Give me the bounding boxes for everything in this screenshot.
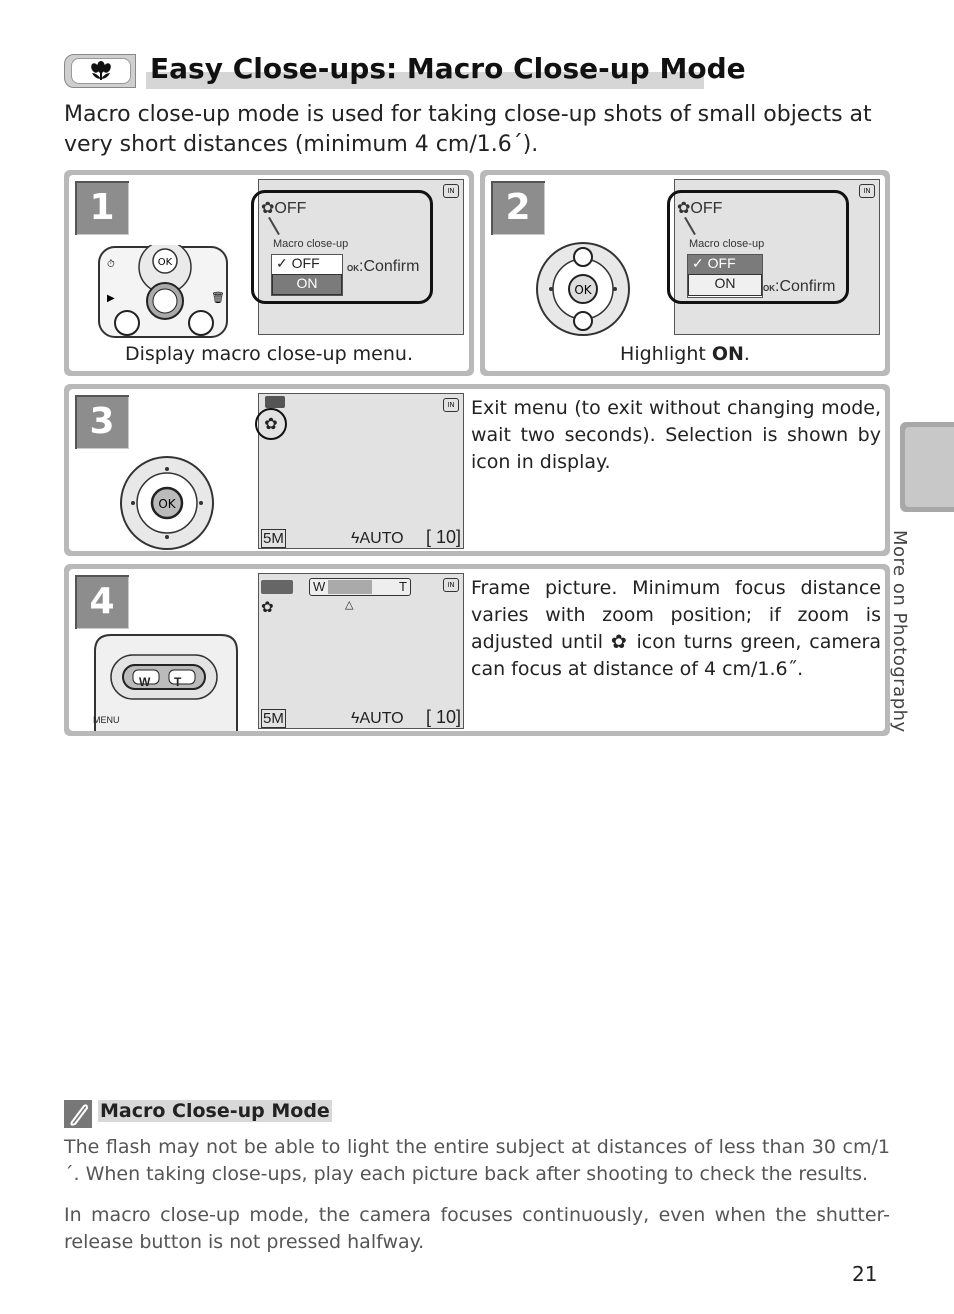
svg-text:🗑: 🗑 [211, 291, 225, 304]
note-paragraph: The flash may not be able to light the e… [64, 1136, 890, 1185]
image-size-indicator: 5M [261, 709, 286, 728]
step-description: Frame picture. Minimum focus distance va… [471, 577, 882, 680]
menu-highlight-frame [251, 190, 433, 304]
svg-text:▶: ▶ [107, 293, 115, 304]
menu-options: ✓ OFF ON [687, 254, 763, 298]
multi-selector-dial: OK [120, 456, 214, 550]
step-4-panel: 4 W T MENU IN W T △ ✿ 5M ϟAUTO [ 10] Fra… [64, 564, 890, 736]
page-number: 21 [852, 1262, 878, 1286]
ok-badge-icon: OK [763, 284, 775, 293]
option-on[interactable]: ON [272, 274, 342, 295]
multi-selector-dial: OK [536, 242, 630, 336]
camera-mode-icon [265, 396, 285, 408]
lcd-screen: IN W T △ ✿ 5M ϟAUTO [ 10] [258, 573, 464, 729]
exposures-remaining: [ 10] [425, 527, 461, 547]
svg-text:OK: OK [158, 257, 173, 268]
macro-icon: ✿ [261, 200, 275, 217]
macro-icon: ✿ [610, 631, 629, 653]
svg-text:⏱: ⏱ [107, 259, 115, 270]
menu-label: MENU [93, 715, 120, 725]
step-description: Exit menu (to exit without changing mode… [471, 397, 881, 473]
internal-memory-icon: IN [443, 578, 459, 592]
flash-icon: ϟ [351, 530, 360, 547]
step-number: 4 [75, 575, 129, 629]
exposures-remaining: [ 10] [425, 707, 461, 727]
confirm-hint: OK:Confirm [347, 258, 420, 275]
step-3-panel: 3 OK IN ✿ 5M ϟAUTO [ 10] Exit menu (to e… [64, 384, 890, 556]
option-off[interactable]: ✓ OFF [272, 255, 342, 274]
step-caption: Display macro close-up menu. [125, 343, 413, 365]
zoom-marker-icon: △ [345, 598, 354, 611]
camera-mode-icon [261, 580, 293, 594]
title-tab [64, 54, 136, 88]
internal-memory-icon: IN [443, 184, 459, 198]
intro-text: Macro close-up mode is used for taking c… [64, 102, 872, 157]
image-size-indicator: 5M [261, 529, 286, 548]
camera-zoom-illustration [94, 634, 238, 731]
step-number: 3 [75, 395, 129, 449]
zoom-t-label: T [174, 675, 182, 689]
flash-mode-indicator: ϟAUTO [351, 710, 404, 727]
flash-mode-indicator: ϟAUTO [351, 530, 404, 547]
option-off[interactable]: ✓ OFF [688, 255, 762, 274]
step-caption: Highlight ON. [620, 343, 750, 365]
lcd-screen: IN ✿OFF Macro close-up ✓ OFF ON OK:Confi… [667, 179, 880, 335]
macro-off-indicator: ✿OFF [261, 200, 307, 217]
macro-flower-icon [91, 61, 111, 80]
internal-memory-icon: IN [443, 398, 459, 412]
ok-badge-icon: OK [347, 264, 359, 273]
pencil-note-icon [64, 1100, 92, 1128]
lcd-screen: IN ✿ 5M ϟAUTO [ 10] [255, 393, 464, 549]
macro-icon: ✿ [261, 598, 274, 616]
section-side-tab [900, 422, 954, 512]
page-title-bar: Easy Close-ups: Macro Close-up Mode [64, 52, 746, 92]
zoom-level-fill [328, 580, 372, 594]
step-number: 2 [491, 181, 545, 235]
camera-back-illustration: OK ⏱ ▶ 🗑 [98, 245, 228, 338]
macro-off-indicator: ✿OFF [677, 200, 723, 217]
menu-options: ✓ OFF ON [271, 254, 343, 296]
macro-icon: ✿ [255, 408, 287, 440]
macro-icon: ✿ [677, 200, 691, 217]
step-2-panel: 2 OK IN ✿OFF Macro close-up ✓ OFF ON [480, 170, 890, 376]
svg-text:OK: OK [574, 283, 592, 297]
option-on[interactable]: ON [688, 274, 762, 296]
note-paragraph: In macro close-up mode, the camera focus… [64, 1204, 890, 1253]
svg-text:OK: OK [158, 497, 176, 511]
section-side-label: More on Photography [889, 530, 910, 733]
confirm-hint: OK:Confirm [763, 278, 836, 295]
note-title: Macro Close-up Mode [98, 1100, 332, 1122]
zoom-w-label: W [139, 675, 151, 689]
lcd-screen: IN ✿OFF Macro close-up ✓ OFF ON OK:Confi… [251, 179, 464, 335]
internal-memory-icon: IN [859, 184, 875, 198]
step-1-panel: 1 OK ⏱ ▶ 🗑 IN ✿OFF Macro close-up ✓ OF [64, 170, 474, 376]
flash-icon: ϟ [351, 710, 360, 727]
menu-title: Macro close-up [273, 238, 349, 250]
menu-highlight-frame [667, 190, 849, 304]
page-title: Easy Close-ups: Macro Close-up Mode [150, 52, 746, 85]
step-number: 1 [75, 181, 129, 235]
zoom-indicator: W T [309, 578, 411, 596]
menu-title: Macro close-up [689, 238, 765, 250]
